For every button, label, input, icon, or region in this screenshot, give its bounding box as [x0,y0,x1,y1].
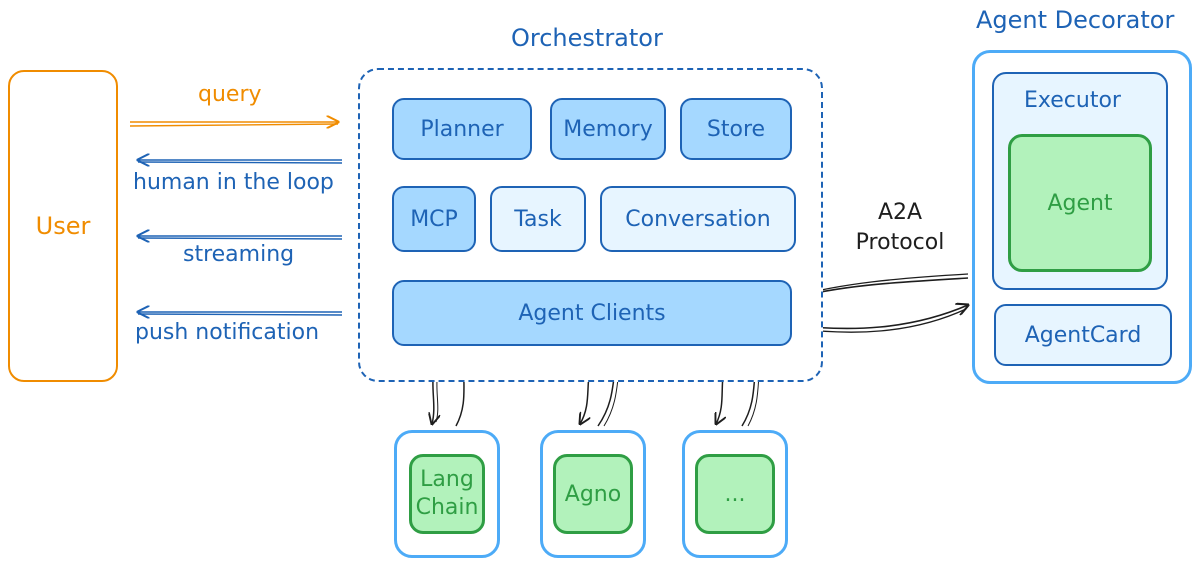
query-arrow [129,122,338,126]
executor-title: Executor [1024,88,1121,113]
agent-card-box: AgentCard [994,304,1172,366]
memory-box: Memory [550,98,666,160]
push-notification-label: push notification [135,320,320,345]
more-frameworks-outer-box: ... [682,430,788,558]
planner-label: Planner [420,116,504,142]
agno-box: Agno [553,454,633,534]
agno-label: Agno [564,481,622,507]
task-box: Task [490,186,586,252]
task-label: Task [514,206,562,232]
agent-label: Agent [1047,190,1113,216]
mcp-label: MCP [410,206,458,232]
agent-card-label: AgentCard [1024,322,1142,348]
agno-outer-box: Agno [540,430,646,558]
more-frameworks-label: ... [724,481,746,507]
agent-decorator-title: Agent Decorator [976,6,1175,34]
user-label: User [35,212,91,240]
orchestrator-title: Orchestrator [511,24,663,52]
human-in-the-loop-arrow [138,160,343,163]
streaming-arrow [138,236,343,239]
a2a-protocol-label: A2A Protocol [842,198,958,258]
conversation-label: Conversation [625,206,771,232]
a2a-label-line1: A2A [877,200,923,225]
query-label: query [198,82,262,107]
langchain-label-line2: Chain [415,495,479,520]
streaming-label: streaming [183,242,295,267]
store-label: Store [706,116,766,142]
memory-label: Memory [563,116,653,142]
agent-box: Agent [1008,134,1152,272]
conversation-box: Conversation [600,186,796,252]
mcp-box: MCP [392,186,476,252]
agent-clients-box: Agent Clients [392,280,792,346]
agent-clients-label: Agent Clients [518,300,666,326]
langchain-box: Lang Chain [409,454,485,534]
planner-box: Planner [392,98,532,160]
user-box: User [8,70,118,382]
human-in-the-loop-label: human in the loop [133,170,334,195]
push-notification-arrow [138,312,343,315]
store-box: Store [680,98,792,160]
langchain-label-line1: Lang [420,467,474,492]
langchain-outer-box: Lang Chain [394,430,500,558]
a2a-label-line2: Protocol [855,230,945,255]
more-frameworks-box: ... [695,454,775,534]
